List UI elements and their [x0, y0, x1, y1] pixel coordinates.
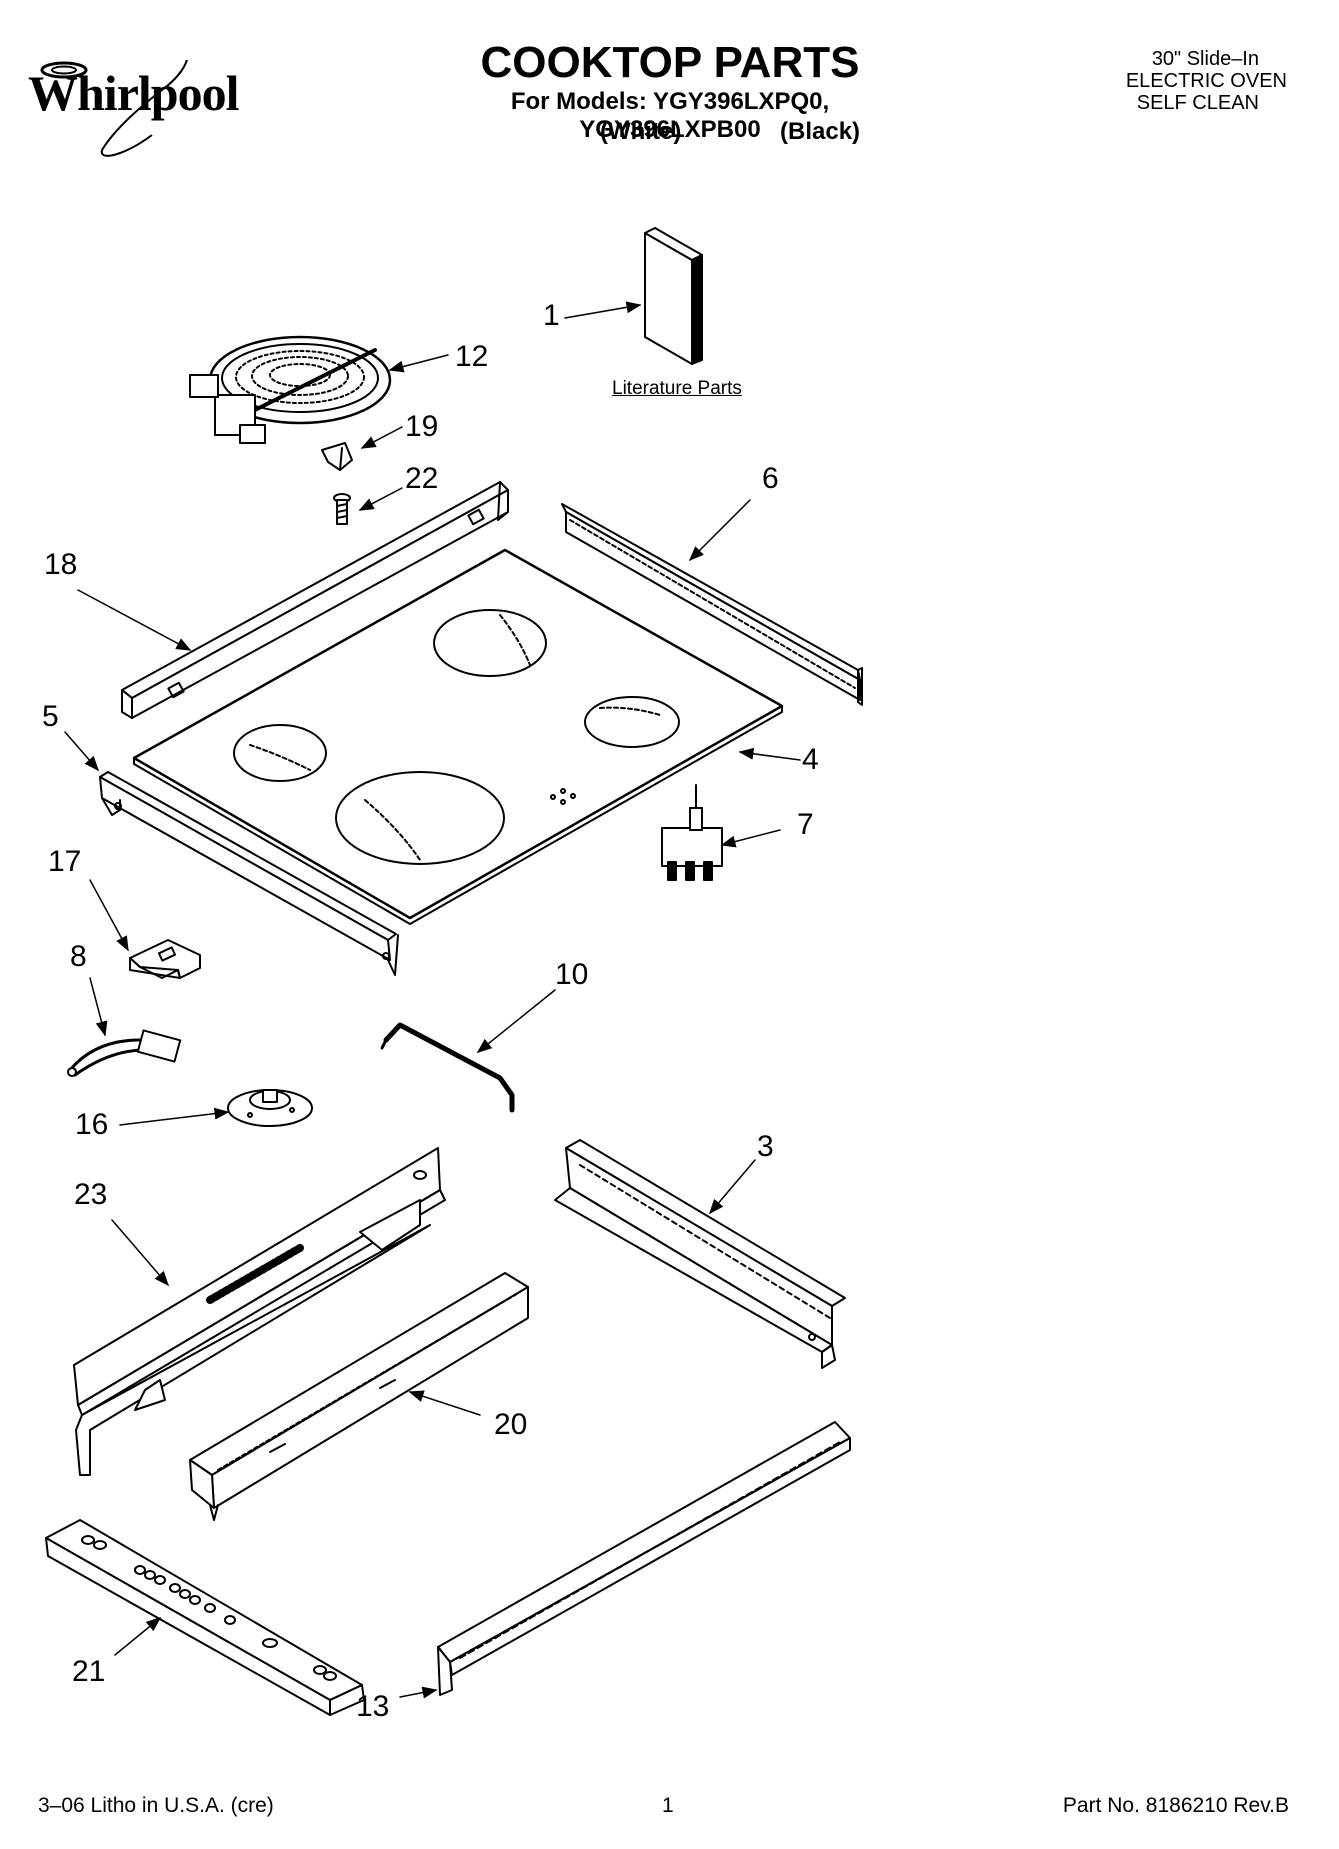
callout-6: 6 [762, 462, 779, 495]
callout-19: 19 [405, 410, 439, 443]
footer-page-number: 1 [662, 1794, 674, 1817]
callout-20: 20 [494, 1408, 528, 1441]
arrow-7 [720, 829, 781, 848]
part-8-wire-harness [67, 1029, 182, 1077]
models-line: For Models: YGY396LXPQ0, YGY396LXPB00 [510, 88, 830, 143]
footer-litho: 3–06 Litho in U.S.A. (cre) [38, 1794, 274, 1817]
callout-3: 3 [757, 1130, 774, 1163]
arrow-8 [89, 977, 108, 1037]
arrow-22 [358, 487, 403, 511]
variant-black: (Black) [780, 118, 861, 145]
vent-slots [206, 1244, 304, 1304]
callout-21: 21 [72, 1655, 106, 1688]
callout-23: 23 [74, 1178, 108, 1211]
part-10-support-rod [380, 1022, 515, 1113]
brand-wordmark: Whirlpool [28, 65, 239, 121]
callout-10: 10 [555, 958, 589, 991]
arrow-5 [64, 731, 99, 772]
callout-18: 18 [44, 548, 78, 581]
arrow-4 [738, 747, 801, 761]
callout-5: 5 [42, 700, 59, 733]
arrow-20 [408, 1390, 481, 1416]
part-23-vent-panel [73, 1147, 446, 1476]
part-19-clip [321, 442, 353, 471]
callout-12: 12 [455, 340, 489, 373]
arrow-13 [399, 1686, 438, 1699]
arrow-21 [114, 1617, 162, 1656]
callout-22: 22 [405, 462, 439, 495]
spec-line-2: ELECTRIC OVEN [1125, 70, 1287, 92]
part-16-thermostat [227, 1089, 313, 1127]
whirlpool-swirl-icon [40, 59, 188, 157]
callout-13: 13 [356, 1690, 390, 1723]
part-21-control-panel [45, 1519, 365, 1716]
part-18-rear-trim [121, 481, 509, 719]
part-4-glass-cooktop [132, 548, 784, 925]
part-17-bracket [129, 939, 201, 979]
footer-part-number: Part No. 8186210 Rev.B [1062, 1794, 1289, 1817]
callout-1: 1 [543, 299, 560, 332]
callout-16: 16 [75, 1108, 109, 1141]
spec-line-3: SELF CLEAN [1136, 92, 1259, 114]
spec-line-1: 30" Slide–In [1151, 48, 1259, 70]
callout-4: 4 [802, 743, 819, 776]
part-6-right-trim [561, 503, 863, 706]
arrow-23 [111, 1219, 169, 1287]
arrow-17 [89, 879, 129, 952]
part-5-front-trim [99, 771, 399, 976]
arrow-16 [119, 1107, 230, 1126]
variant-white: (White) [600, 118, 682, 145]
control-knob-holes [81, 1535, 337, 1681]
part-22-screw [333, 493, 351, 525]
arrow-12 [388, 354, 449, 373]
part-13-bottom-trim [437, 1421, 851, 1696]
arrow-10 [476, 989, 556, 1053]
callout-17: 17 [48, 845, 82, 878]
arrow-18 [77, 589, 192, 651]
part-7-infinite-switch [661, 784, 723, 881]
literature-parts-label: Literature Parts [612, 378, 742, 399]
callout-8: 8 [70, 940, 87, 973]
arrow-6 [688, 499, 751, 562]
part-1-literature-booklet [644, 227, 703, 365]
callout-7: 7 [797, 808, 814, 841]
page-title: COOKTOP PARTS [480, 38, 860, 87]
part-12-radiant-element [189, 335, 392, 444]
arrow-3 [709, 1159, 756, 1215]
part-20-center-rail [189, 1272, 529, 1521]
arrow-1 [564, 301, 642, 319]
part-3-right-rail [554, 1139, 846, 1369]
leader-arrows [64, 301, 801, 1699]
arrow-19 [360, 426, 403, 449]
